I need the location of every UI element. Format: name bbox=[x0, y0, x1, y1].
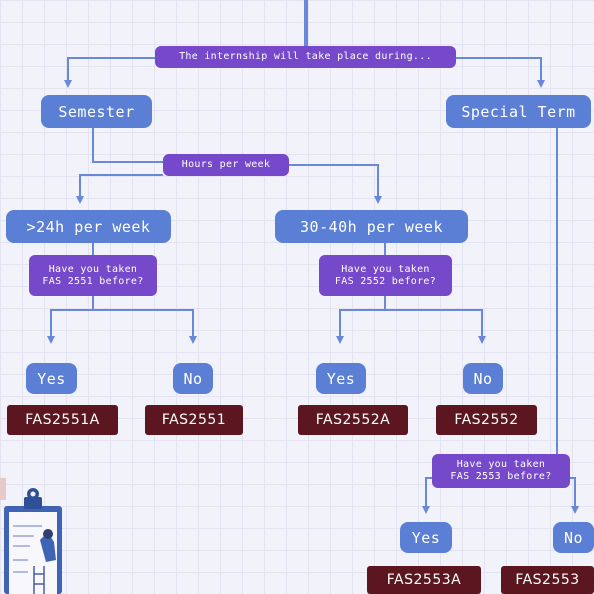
question-fas2553: Have you taken FAS 2553 before? bbox=[432, 454, 570, 488]
question-hours: Hours per week bbox=[163, 154, 289, 176]
question-timing: The internship will take place during... bbox=[155, 46, 456, 68]
node-full-time-no: No bbox=[463, 363, 503, 394]
arrow-part-time-no bbox=[93, 309, 197, 344]
arrow-full-time-no bbox=[385, 309, 486, 344]
arrow-special-yes bbox=[422, 477, 432, 514]
arrow-to-semester bbox=[64, 57, 155, 88]
node-special-yes: Yes bbox=[400, 522, 452, 553]
clipboard-illustration bbox=[0, 478, 62, 594]
node-full-time: 30-40h per week bbox=[275, 210, 468, 243]
node-part-time: >24h per week bbox=[6, 210, 171, 243]
arrow-part-time-yes bbox=[47, 296, 94, 344]
clipboard-clip bbox=[24, 497, 42, 509]
question-fas2551: Have you taken FAS 2551 before? bbox=[29, 255, 157, 296]
arrow-to-special-term bbox=[456, 57, 545, 88]
course-fas2551a: FAS2551A bbox=[7, 405, 118, 435]
arrow-to-part-time bbox=[76, 174, 163, 204]
course-fas2552a: FAS2552A bbox=[298, 405, 408, 435]
ladder-icon bbox=[33, 566, 45, 594]
clipboard-clip-hole bbox=[30, 491, 36, 497]
node-full-time-yes: Yes bbox=[316, 363, 366, 394]
arrow-special-no bbox=[570, 477, 579, 514]
person-head bbox=[43, 529, 53, 539]
node-special-no: No bbox=[553, 522, 594, 553]
clipboard-edge-shape bbox=[0, 478, 6, 500]
arrow-full-time-yes bbox=[336, 296, 386, 344]
course-fas2551: FAS2551 bbox=[145, 405, 243, 435]
line-semester-hours bbox=[92, 128, 163, 163]
node-semester: Semester bbox=[41, 95, 152, 128]
node-part-time-yes: Yes bbox=[26, 363, 77, 394]
person-figure bbox=[40, 535, 56, 562]
node-special-term: Special Term bbox=[446, 95, 591, 128]
checklist-lines bbox=[13, 525, 42, 573]
course-fas2553a: FAS2553A bbox=[367, 566, 481, 594]
node-part-time-no: No bbox=[173, 363, 213, 394]
arrow-to-full-time bbox=[289, 164, 382, 204]
course-fas2553: FAS2553 bbox=[501, 566, 594, 594]
course-fas2552: FAS2552 bbox=[436, 405, 537, 435]
question-fas2552: Have you taken FAS 2552 before? bbox=[319, 255, 452, 296]
